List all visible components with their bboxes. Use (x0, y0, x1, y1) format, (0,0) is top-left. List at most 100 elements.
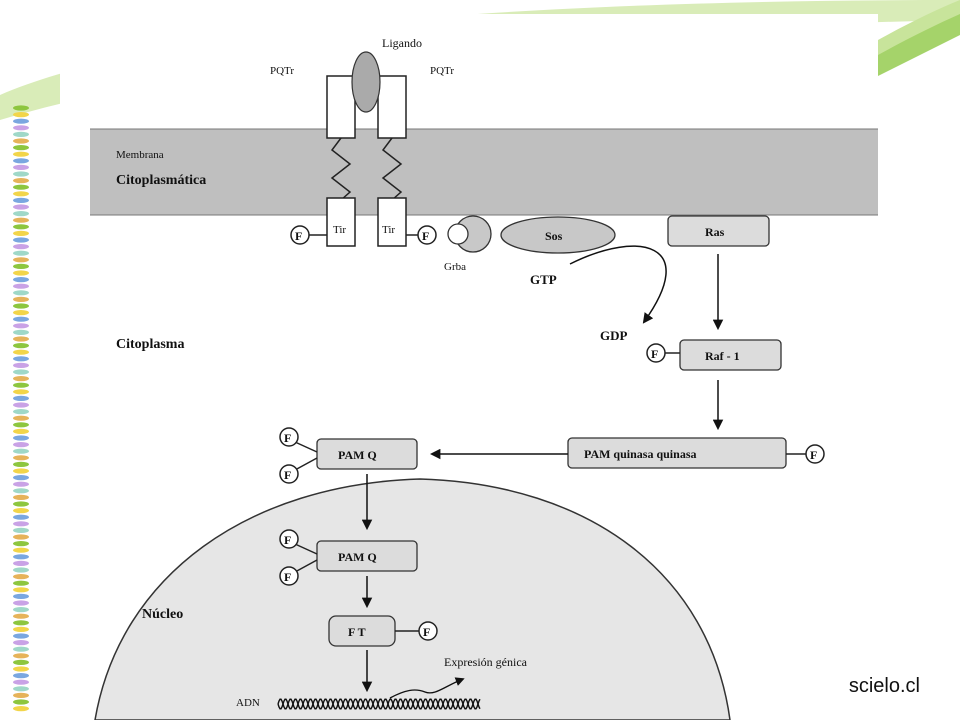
border-bead (13, 666, 29, 672)
sos-shape (500, 216, 616, 254)
phospho-link-mapk-cyto-bottom (294, 457, 318, 471)
phospho-label-mapk-nuc-top: F (284, 533, 291, 547)
mapk-cyto-box (316, 438, 418, 470)
grb-label: Grba (444, 261, 466, 273)
mapkk-box (567, 437, 787, 469)
receptor-right-label: PQTr (430, 65, 454, 77)
border-bead (13, 633, 29, 639)
border-bead (13, 422, 29, 428)
cell-membrane (90, 129, 878, 215)
border-bead (13, 580, 29, 586)
cytoplasm-label: Citoplasma (116, 337, 184, 352)
border-bead (13, 428, 29, 434)
border-bead (13, 692, 29, 699)
border-bead (13, 217, 29, 223)
border-bead (13, 659, 29, 666)
phospho-circle-mapkk (805, 444, 825, 464)
border-bead (13, 699, 29, 705)
border-bead (13, 244, 29, 250)
phospho-label-mapk-nuc-bottom: F (284, 570, 291, 584)
border-bead (13, 204, 29, 210)
border-bead (13, 105, 29, 111)
border-bead (13, 197, 29, 203)
gtp-label: GTP (530, 272, 557, 287)
border-bead (13, 303, 29, 309)
phospho-circle-mapk-nuc-top (279, 529, 299, 549)
border-bead (13, 514, 29, 520)
border-bead (13, 527, 29, 534)
mapk-nuc-label: PAM Q (338, 550, 377, 564)
border-bead (13, 521, 29, 527)
border-bead (13, 343, 29, 349)
border-bead (13, 145, 29, 151)
sos-label: Sos (545, 229, 563, 243)
ligand-label: Ligando (382, 36, 422, 50)
raf-label: Raf - 1 (705, 349, 740, 363)
mapkk-label: PAM quinasa quinasa (584, 447, 696, 461)
border-bead (13, 395, 29, 401)
mapk-cyto-label: PAM Q (338, 448, 377, 462)
border-bead (13, 118, 29, 124)
border-bead (13, 626, 29, 633)
border-bead (13, 164, 29, 170)
tyrosine-left-label: Tir (333, 224, 346, 236)
nucleus-shape (94, 478, 731, 720)
phospho-circle-raf (646, 343, 666, 363)
border-bead (13, 171, 29, 177)
border-bead (13, 316, 29, 322)
phospho-label-mapk-cyto-bottom: F (284, 468, 291, 482)
border-bead (13, 131, 29, 137)
border-bead (13, 481, 29, 487)
phospho-circle-mapk-cyto-bottom (279, 464, 299, 484)
border-bead (13, 679, 29, 685)
border-bead (13, 224, 29, 230)
border-bead (13, 310, 29, 316)
border-bead (13, 600, 29, 606)
gdp-label: GDP (600, 328, 628, 343)
receptor-left-upper (326, 75, 356, 139)
border-bead (13, 290, 29, 296)
green-swoosh-right-2 (878, 0, 960, 55)
receptor-right-transmembrane (381, 137, 403, 201)
border-bead (13, 151, 29, 157)
phospho-link-mapk-nuc-top (294, 543, 318, 555)
border-bead (13, 237, 29, 243)
tyrosine-right-label: Tir (382, 224, 395, 236)
border-bead (13, 336, 29, 342)
phospho-label-mapk-cyto-top: F (284, 431, 291, 445)
border-bead (13, 587, 29, 593)
mapk-nuc-box (316, 540, 418, 572)
receptor-left-transmembrane (330, 137, 352, 201)
border-bead (13, 534, 29, 540)
border-bead (13, 673, 29, 679)
border-bead (13, 263, 29, 269)
signaling-pathway-diagram: Ligando PQTr PQTr Membrana Citoplasmátic… (90, 36, 878, 720)
dna-helix-strand-1 (277, 698, 481, 710)
border-bead (13, 178, 29, 184)
border-bead (13, 501, 29, 507)
phospho-label-raf: F (651, 347, 658, 361)
border-bead (13, 349, 29, 355)
gene-expression-label: Expresión génica (444, 655, 528, 669)
phospho-label-receptor-left: F (295, 229, 302, 243)
border-bead (13, 389, 29, 395)
border-bead (13, 112, 29, 118)
border-bead (13, 184, 29, 190)
border-bead (13, 468, 29, 474)
border-bead (13, 356, 29, 362)
ligand-shape (351, 51, 381, 113)
border-bead (13, 369, 29, 375)
border-bead (13, 620, 29, 626)
border-bead (13, 277, 29, 283)
border-bead (13, 488, 29, 494)
dna-label: ADN (236, 697, 260, 709)
border-bead (13, 607, 29, 613)
border-bead (13, 376, 29, 382)
border-bead (13, 435, 29, 441)
phospho-circle-receptor-left (290, 225, 310, 245)
border-bead (13, 547, 29, 553)
border-bead (13, 125, 29, 131)
border-bead (13, 296, 29, 302)
slide-content-panel: Ligando PQTr PQTr Membrana Citoplasmátic… (60, 14, 878, 720)
phospho-circle-mapk-cyto-top (279, 427, 299, 447)
